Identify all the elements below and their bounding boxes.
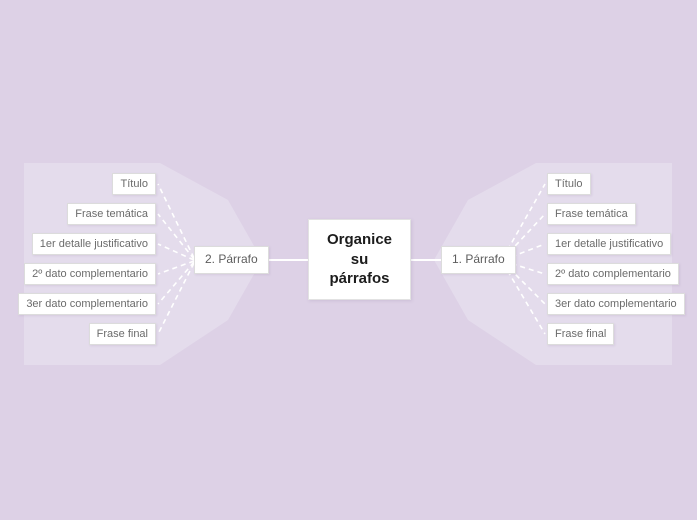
leaf-right-dato-complementario-3-label: 3er dato complementario — [555, 297, 677, 310]
leaf-right-dato-complementario-2-label: 2º dato complementario — [555, 267, 671, 280]
leaf-left-frase-final-label: Frase final — [96, 327, 148, 340]
central-node-line-1: Organice — [326, 231, 393, 249]
central-node[interactable]: Organice su párrafos — [308, 219, 411, 300]
leaf-left-dato-complementario-3-label: 3er dato complementario — [26, 297, 148, 310]
branch-node-1-parrafo-label: 1. Párrafo — [452, 252, 505, 267]
leaf-right-titulo[interactable]: Título — [547, 173, 591, 195]
leaf-left-frase-tematica-label: Frase temática — [75, 207, 148, 220]
left-leaf-connectors — [157, 183, 195, 335]
leaf-right-detalle-justificativo-label: 1er detalle justificativo — [555, 237, 664, 250]
leaf-left-dato-complementario-3[interactable]: 3er dato complementario — [18, 293, 156, 315]
central-node-line-3: párrafos — [329, 270, 390, 288]
leaf-left-frase-final[interactable]: Frase final — [88, 323, 156, 345]
leaf-right-frase-tematica-label: Frase temática — [555, 207, 628, 220]
leaf-right-frase-final-label: Frase final — [555, 327, 607, 340]
leaf-left-frase-tematica[interactable]: Frase temática — [67, 203, 156, 225]
leaf-left-dato-complementario-2[interactable]: 2º dato complementario — [24, 263, 156, 285]
leaf-left-detalle-justificativo[interactable]: 1er detalle justificativo — [31, 233, 156, 255]
leaf-right-dato-complementario-3[interactable]: 3er dato complementario — [547, 293, 685, 315]
central-node-line-2: su — [350, 250, 369, 268]
leaf-right-dato-complementario-2[interactable]: 2º dato complementario — [547, 263, 679, 285]
branch-node-2-parrafo[interactable]: 2. Párrafo — [194, 246, 269, 274]
leaf-right-titulo-label: Título — [555, 177, 583, 190]
leaf-right-frase-final[interactable]: Frase final — [547, 323, 615, 345]
leaf-left-dato-complementario-2-label: 2º dato complementario — [32, 267, 148, 280]
leaf-right-detalle-justificativo[interactable]: 1er detalle justificativo — [547, 233, 672, 255]
leaf-left-titulo-label: Título — [120, 177, 148, 190]
branch-node-2-parrafo-label: 2. Párrafo — [205, 252, 258, 267]
leaf-left-titulo[interactable]: Título — [112, 173, 156, 195]
leaf-left-detalle-justificativo-label: 1er detalle justificativo — [39, 237, 148, 250]
branch-node-1-parrafo[interactable]: 1. Párrafo — [441, 246, 516, 274]
leaf-right-frase-tematica[interactable]: Frase temática — [547, 203, 636, 225]
